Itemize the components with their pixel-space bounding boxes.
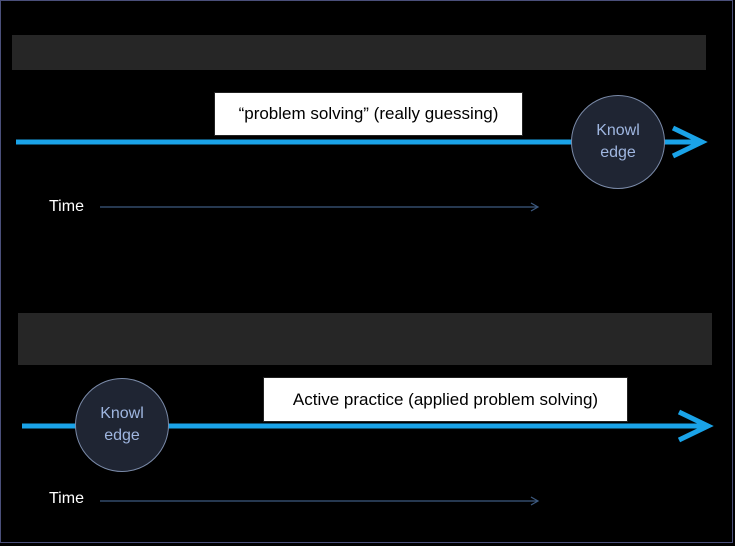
- top-process-label: “problem solving” (really guessing): [214, 92, 523, 136]
- bottom-circle-line1: Knowl: [100, 405, 144, 422]
- bottom-header-bar: [18, 313, 712, 365]
- top-circle-line2: edge: [600, 144, 636, 161]
- top-time-label: Time: [49, 198, 84, 215]
- bottom-circle-line2: edge: [104, 427, 140, 444]
- bottom-knowledge-circle: Knowl edge: [75, 378, 169, 472]
- top-circle-line1: Knowl: [596, 122, 640, 139]
- bottom-process-label: Active practice (applied problem solving…: [263, 377, 628, 422]
- top-knowledge-circle: Knowl edge: [571, 95, 665, 189]
- bottom-time-label: Time: [49, 490, 84, 507]
- top-header-bar: [12, 35, 706, 70]
- bottom-time-arrow: [100, 496, 540, 506]
- top-time-arrow: [100, 202, 540, 212]
